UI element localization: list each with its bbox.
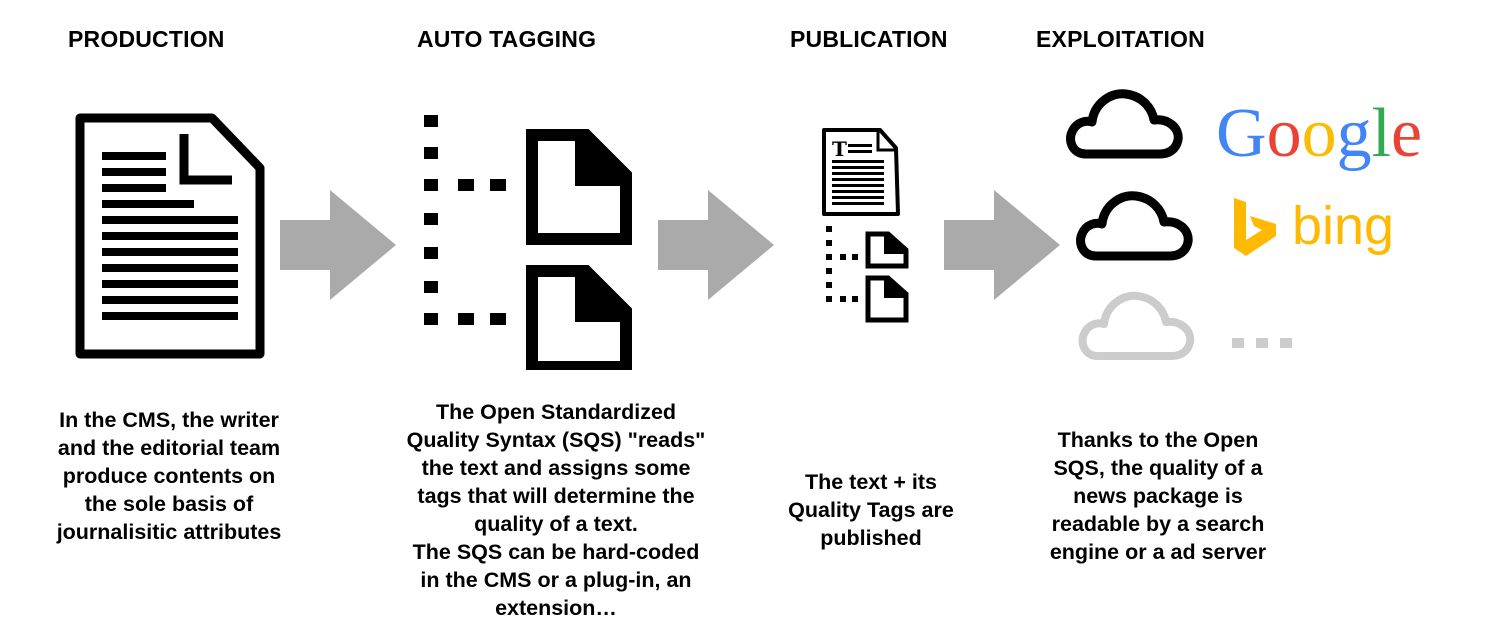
- google-letter: o: [1266, 95, 1302, 172]
- published-document-icon: T: [822, 128, 909, 323]
- svg-text:T: T: [832, 137, 847, 161]
- google-letter: G: [1216, 95, 1267, 172]
- arrow-right-icon: [944, 190, 1060, 300]
- heading-auto-tagging: AUTO TAGGING: [417, 26, 597, 52]
- bing-icon: [1234, 198, 1276, 256]
- description-auto-tagging: The Open Standardized Quality Syntax (SQ…: [406, 400, 706, 620]
- heading-exploitation: EXPLOITATION: [1036, 26, 1205, 52]
- google-letter: e: [1391, 95, 1423, 172]
- arrow-right-icon: [280, 190, 396, 300]
- google-letter: l: [1371, 95, 1392, 172]
- cloud-icon: [1078, 291, 1195, 360]
- heading-publication: PUBLICATION: [790, 26, 948, 52]
- description-exploitation: Thanks to the Open SQS, the quality of a…: [1049, 428, 1267, 564]
- bing-logo-text: bing: [1292, 196, 1395, 256]
- google-letter: o: [1301, 95, 1337, 172]
- description-publication: The text + its Quality Tags are publishe…: [788, 470, 954, 550]
- tag-tree-icon: [424, 115, 632, 370]
- ellipsis-icon: [1232, 338, 1292, 348]
- cloud-icon: [1066, 89, 1183, 159]
- description-production: In the CMS, the writer and the editorial…: [56, 408, 282, 544]
- arrow-right-icon: [658, 190, 774, 300]
- google-logo: Google: [1216, 94, 1422, 174]
- heading-production: PRODUCTION: [68, 26, 225, 52]
- google-letter: g: [1336, 95, 1372, 172]
- document-icon: [75, 113, 265, 359]
- cloud-icon: [1076, 191, 1193, 261]
